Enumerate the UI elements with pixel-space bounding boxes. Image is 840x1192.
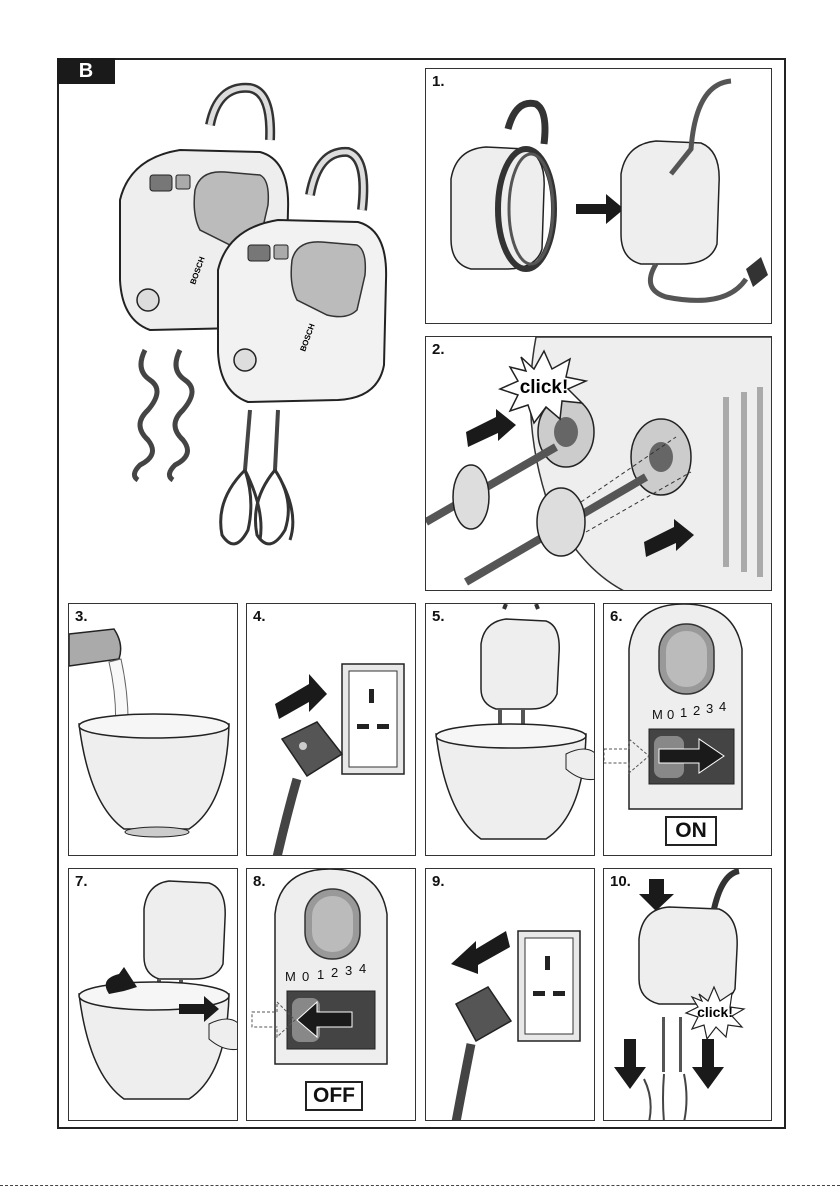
step-4-panel: 4.	[246, 603, 416, 856]
arrow-away-icon	[451, 931, 510, 974]
insert-into-bowl-illustration	[426, 604, 595, 856]
press-arrow-icon	[639, 879, 674, 911]
speed-2-off: 2	[331, 965, 338, 980]
plug-in-illustration	[247, 604, 416, 856]
speed-4-off: 4	[359, 961, 366, 976]
step-2-number: 2.	[432, 341, 445, 358]
step-10-panel: 10. click!	[603, 868, 772, 1121]
beater-insert-illustration: click!	[426, 337, 772, 591]
insert-arrow-icon-1	[466, 409, 516, 447]
plug-icon	[456, 987, 511, 1041]
speed-M-off: M	[285, 969, 296, 984]
speed-0-off: 0	[302, 969, 309, 984]
step-8-number: 8.	[253, 873, 266, 890]
speed-0: 0	[667, 707, 674, 722]
step-5-panel: 5.	[425, 603, 595, 856]
plug-icon	[282, 722, 342, 776]
step-10-callout: click!	[697, 1004, 733, 1020]
step-7-number: 7.	[75, 873, 88, 890]
step-4-number: 4.	[253, 608, 266, 625]
step-1-number: 1.	[432, 73, 445, 90]
step-6-number: 6.	[610, 608, 623, 625]
step-9-number: 9.	[432, 873, 445, 890]
step-3-number: 3.	[75, 608, 88, 625]
speed-1-off: 1	[317, 967, 324, 982]
trim-line	[0, 1185, 840, 1186]
step-2-panel: 2. click!	[425, 336, 772, 591]
step-5-number: 5.	[432, 608, 445, 625]
speed-1: 1	[680, 705, 687, 720]
arrow-right-icon	[576, 194, 624, 224]
step-10-number: 10.	[610, 873, 631, 890]
plug-icon	[746, 257, 768, 287]
speed-2: 2	[693, 703, 700, 718]
step-9-panel: 9.	[425, 868, 595, 1121]
eject-beaters-illustration: click!	[604, 869, 772, 1121]
unplug-illustration	[426, 869, 595, 1121]
on-label: ON	[665, 816, 717, 846]
step-8-panel: 8. M 0 1 2 3 4 OFF	[246, 868, 416, 1121]
cord-unwrap-illustration	[426, 69, 772, 324]
step-2-callout: click!	[520, 377, 569, 398]
step-7-panel: 7.	[68, 868, 238, 1121]
overview-illustration: BOSCH BOSCH	[100, 80, 420, 570]
down-arrow-left-icon	[614, 1039, 646, 1089]
step-1-panel: 1.	[425, 68, 772, 324]
step-6-panel: 6. M 0 1 2 3 4 ON	[603, 603, 772, 856]
off-label: OFF	[305, 1081, 363, 1111]
speed-3: 3	[706, 701, 713, 716]
arrow-toward-socket-icon	[275, 674, 327, 719]
mix-in-bowl-illustration	[69, 869, 238, 1121]
step-3-panel: 3.	[68, 603, 238, 856]
speed-M: M	[652, 707, 663, 722]
down-arrow-right-icon	[692, 1039, 724, 1089]
pour-ingredients-illustration	[69, 604, 238, 856]
speed-3-off: 3	[345, 963, 352, 978]
speed-4: 4	[719, 699, 726, 714]
